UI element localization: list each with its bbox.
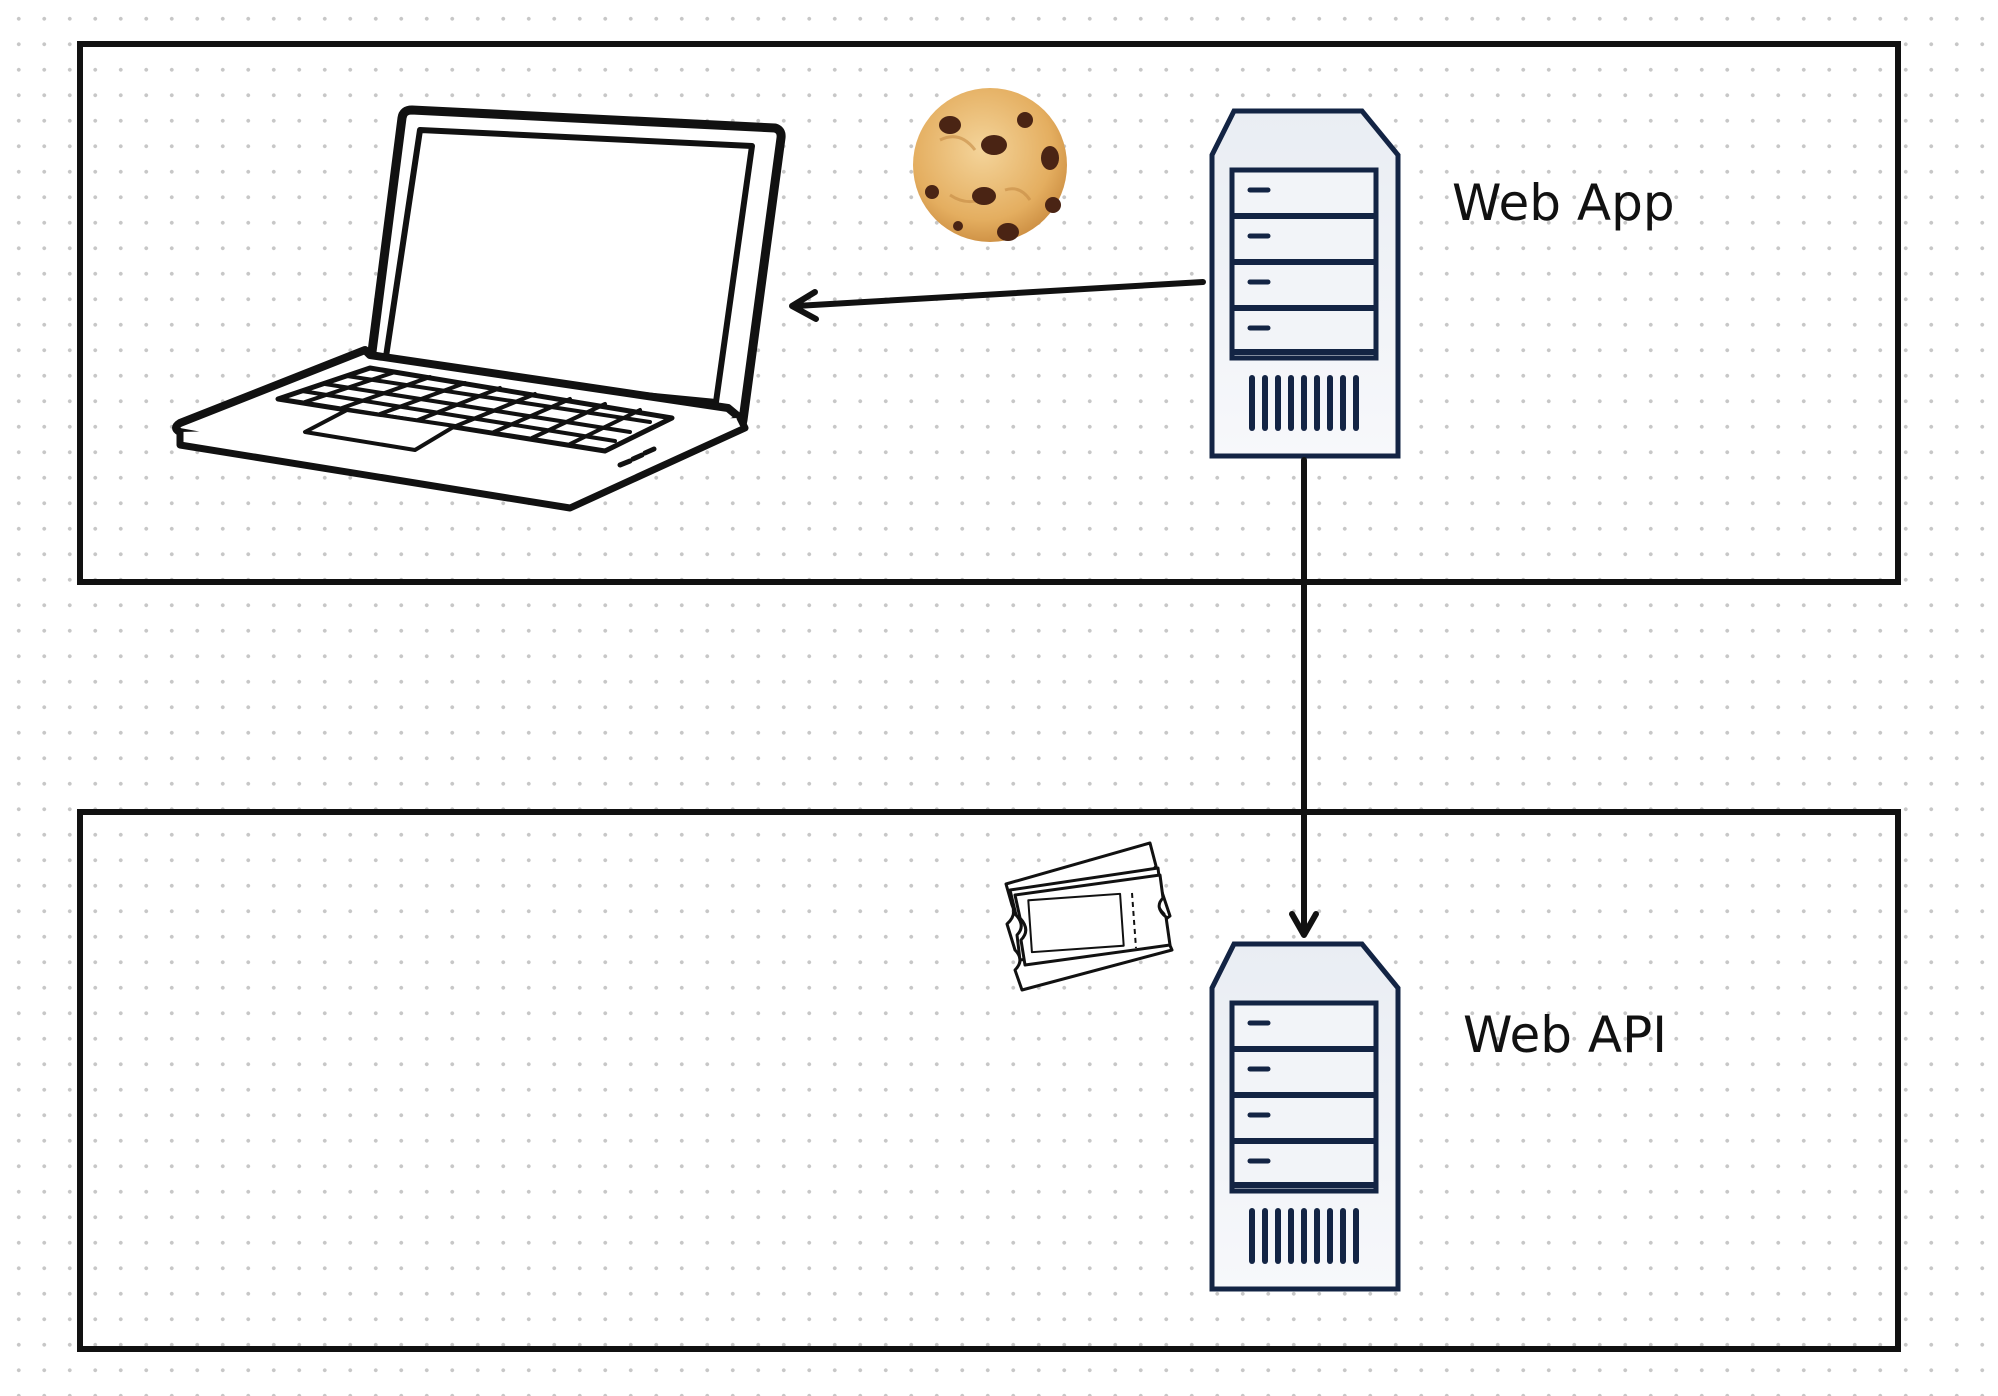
web-app-zone bbox=[77, 41, 1901, 585]
web-api-zone bbox=[77, 809, 1901, 1352]
laptop-icon bbox=[172, 105, 786, 512]
web-api-label: Web API bbox=[1463, 1006, 1668, 1064]
arrow-web-app-to-web-api bbox=[1289, 457, 1319, 938]
web-api-server-icon bbox=[1209, 941, 1401, 1292]
ticket-icon bbox=[1004, 841, 1174, 992]
arrow-web-app-to-client bbox=[789, 279, 1206, 322]
web-app-label: Web App bbox=[1452, 174, 1675, 232]
cookie-icon bbox=[913, 88, 1067, 242]
web-app-server-icon bbox=[1209, 108, 1401, 459]
